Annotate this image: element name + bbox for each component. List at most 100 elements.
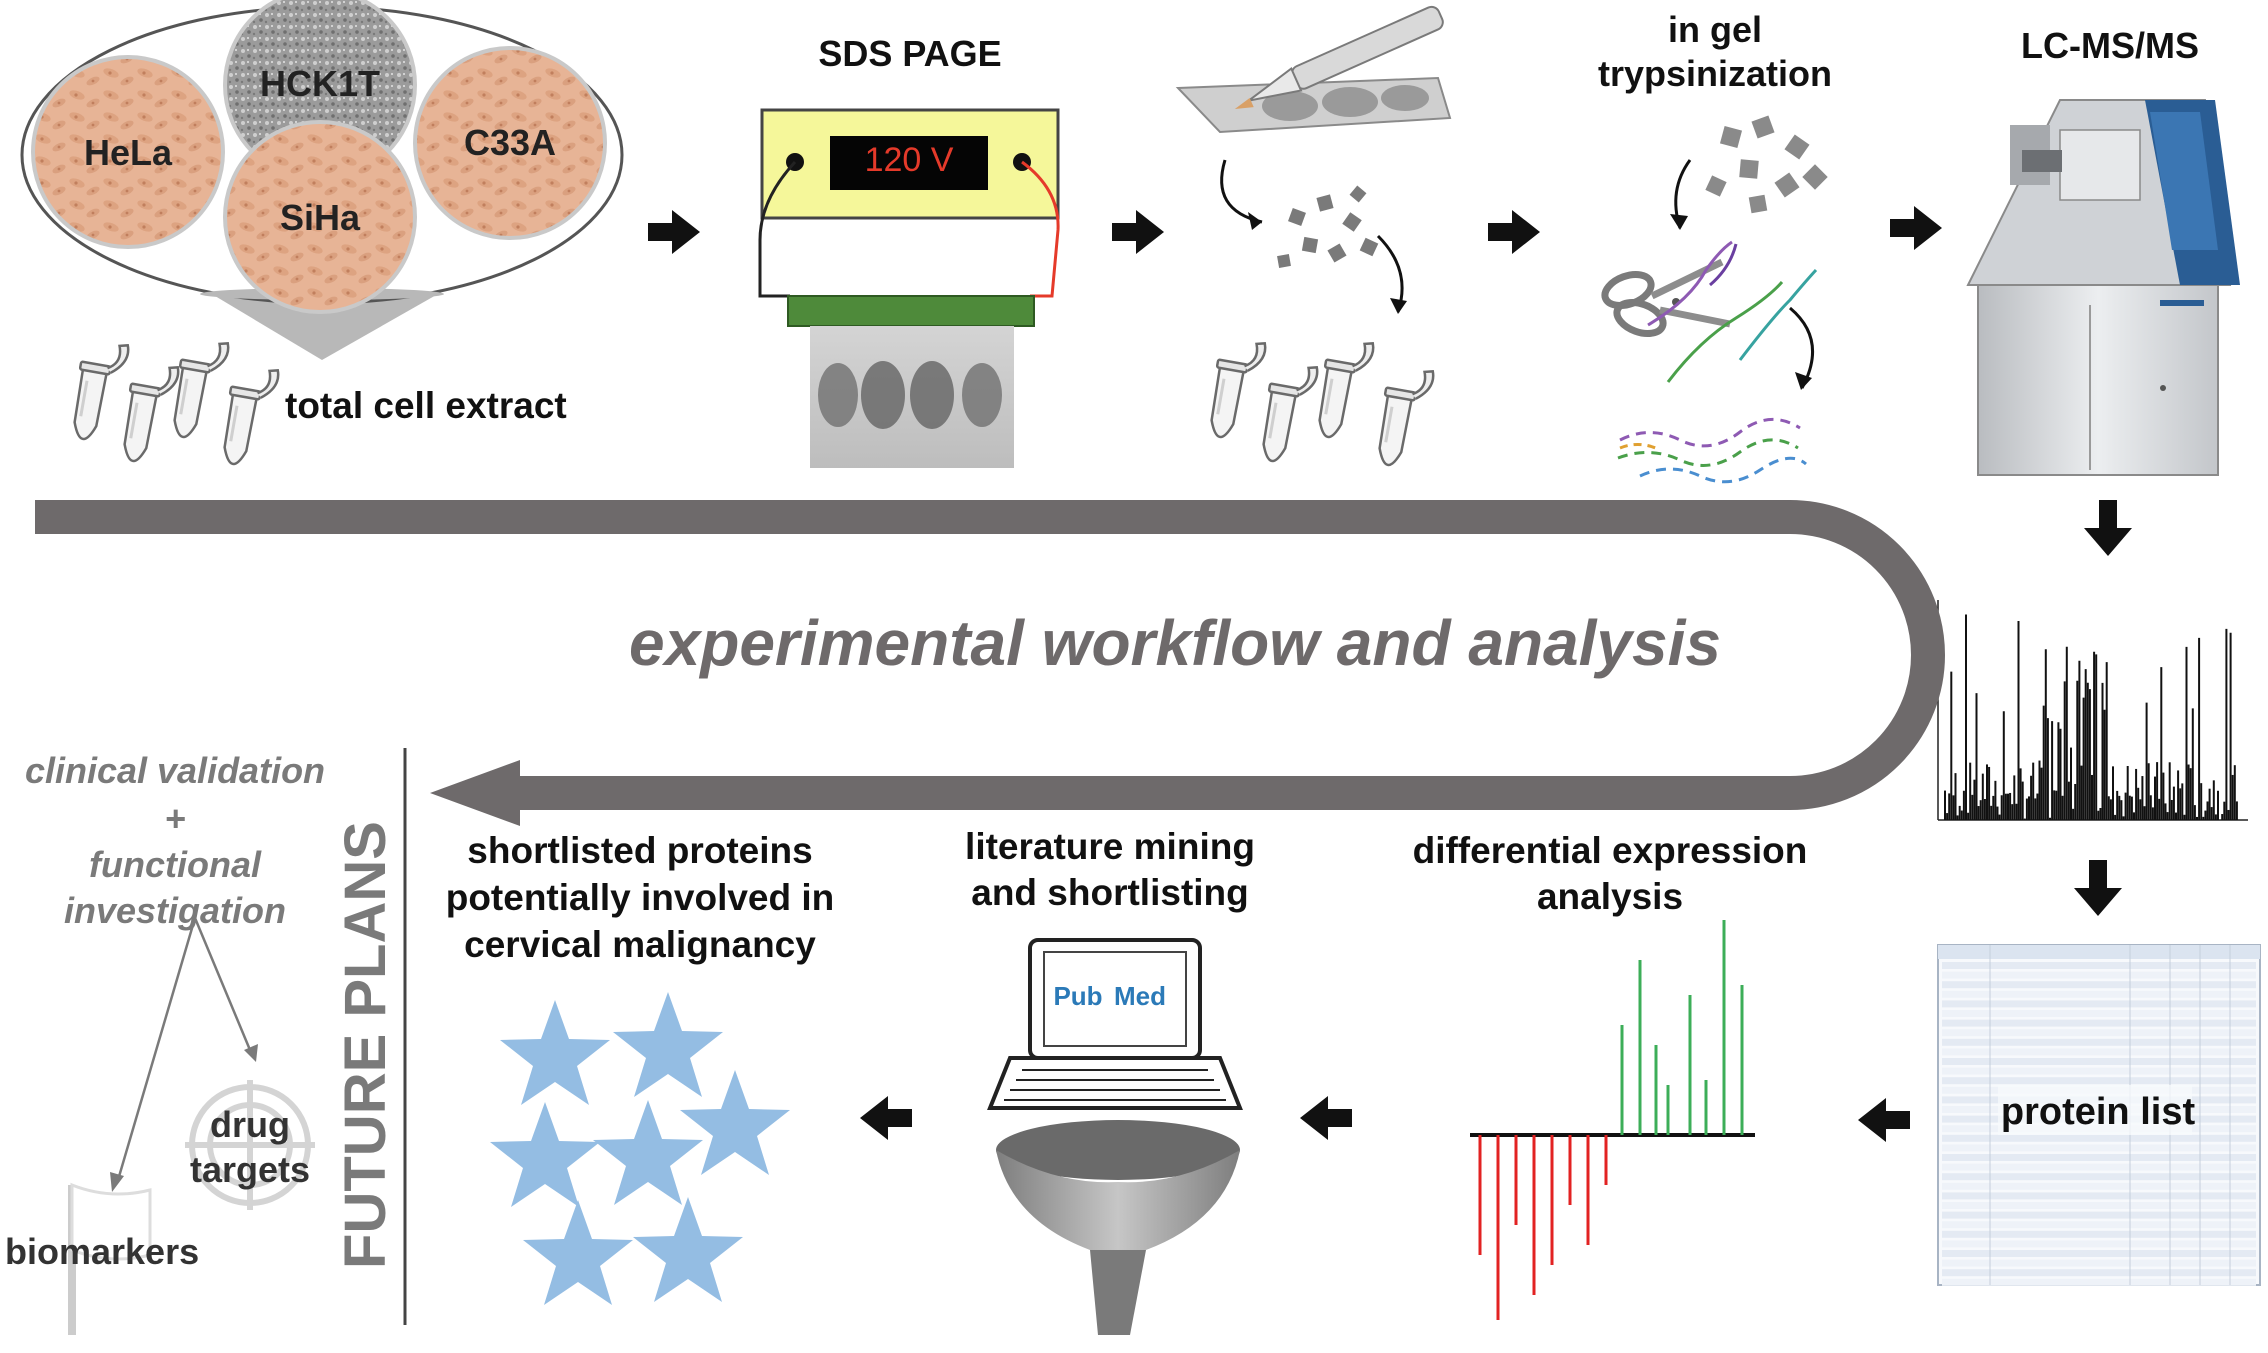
scalpel bbox=[1234, 5, 1444, 110]
label-literature-2: and shortlisting bbox=[971, 872, 1249, 913]
workflow-arrowhead bbox=[430, 760, 520, 826]
label-differential-1: differential expression bbox=[1412, 830, 1808, 871]
table-row bbox=[1942, 1221, 2256, 1229]
table-row bbox=[1942, 1230, 2256, 1238]
flag-icon bbox=[68, 1182, 152, 1335]
cell-label-c33a: C33A bbox=[464, 122, 556, 163]
peptide-green bbox=[1666, 281, 1784, 383]
voltage-text: 120 V bbox=[865, 141, 954, 179]
star-icon bbox=[613, 992, 723, 1097]
cell-plate-siha: SiHa bbox=[223, 120, 417, 314]
peptide-purple-1 bbox=[1647, 240, 1733, 327]
future-branch-arrows bbox=[116, 917, 252, 1181]
table-row bbox=[1942, 1202, 2256, 1209]
table-row bbox=[1942, 1269, 2256, 1277]
sample-tubes-1 bbox=[66, 334, 281, 471]
table-row bbox=[1942, 1182, 2256, 1190]
arrow-right-4 bbox=[1890, 206, 1942, 250]
peptide-dashed-purple bbox=[1619, 417, 1801, 448]
table-row bbox=[1942, 1163, 2256, 1171]
workflow-title: experimental workflow and analysis bbox=[629, 607, 1721, 679]
differential-expression-plot bbox=[1470, 920, 1755, 1320]
peptide-dashed-teal bbox=[1639, 456, 1807, 484]
future-investigation: investigation bbox=[63, 890, 287, 931]
gel-excision bbox=[1175, 5, 1452, 314]
table-row bbox=[1942, 1154, 2256, 1161]
table-row bbox=[1942, 1048, 2256, 1056]
peptide-dashed-green bbox=[1617, 438, 1799, 467]
future-plus: + bbox=[164, 798, 186, 839]
voltage-display bbox=[830, 136, 988, 190]
star-icon bbox=[633, 1197, 743, 1302]
shortlisted-stars bbox=[490, 992, 790, 1305]
cell-plate-c33a: C33A bbox=[413, 46, 607, 240]
lcms-instrument bbox=[1966, 99, 2240, 476]
label-literature-1: literature mining bbox=[965, 826, 1255, 867]
gel-pieces-1 bbox=[1277, 185, 1379, 268]
funnel-icon bbox=[996, 1120, 1240, 1335]
mass-spectrum bbox=[1937, 600, 2248, 821]
label-drug: drug bbox=[210, 1104, 290, 1145]
cell-label-hela: HeLa bbox=[84, 132, 173, 173]
table-row bbox=[1942, 1259, 2256, 1267]
label-differential-2: analysis bbox=[1536, 876, 1684, 917]
table-row bbox=[1942, 1211, 2256, 1219]
table-row bbox=[1942, 962, 2256, 969]
table-row bbox=[1942, 1240, 2256, 1248]
table-row bbox=[1942, 1067, 2256, 1075]
workflow-curve-arrow bbox=[35, 500, 1945, 810]
label-lcms: LC-MS/MS bbox=[2021, 25, 2199, 66]
sds-page-apparatus: 120 V bbox=[758, 108, 1060, 468]
star-icon bbox=[500, 1000, 610, 1105]
label-in-gel: in gel bbox=[1667, 9, 1762, 50]
laptop-keyboard bbox=[1004, 1069, 1226, 1101]
table-row bbox=[1942, 1250, 2256, 1257]
table-row bbox=[1942, 1029, 2256, 1037]
protein-list-table: protein list bbox=[1937, 944, 2261, 1286]
arrow-left-2 bbox=[1300, 1096, 1352, 1140]
table-row bbox=[1942, 1134, 2256, 1142]
future-clinical-validation: clinical validation bbox=[24, 750, 326, 791]
cell-label-hck1t: HCK1T bbox=[260, 63, 380, 104]
laptop-icon: Pub Med bbox=[987, 938, 1243, 1110]
arrow-right-1 bbox=[648, 210, 700, 254]
sample-tubes-2 bbox=[1203, 334, 1436, 472]
table-row bbox=[1942, 1144, 2256, 1152]
table-row bbox=[1942, 1038, 2256, 1046]
arrow-left-1 bbox=[1858, 1098, 1910, 1142]
peptide-purple-2 bbox=[1709, 243, 1738, 287]
label-sds-page: SDS PAGE bbox=[818, 33, 1002, 74]
spectrum-peaks bbox=[1944, 614, 2238, 820]
star-icon bbox=[593, 1100, 703, 1205]
table-row bbox=[1942, 1173, 2256, 1181]
star-icon bbox=[490, 1102, 600, 1207]
table-row bbox=[1942, 1058, 2256, 1065]
table-row bbox=[1942, 971, 2256, 979]
peptide-dashed-orange bbox=[1619, 443, 1661, 452]
table-row bbox=[1942, 1077, 2256, 1085]
table-row bbox=[1942, 990, 2256, 998]
arrow-down-1 bbox=[2084, 500, 2132, 556]
label-shortlisted-3: cervical malignancy bbox=[464, 924, 816, 965]
cell-label-siha: SiHa bbox=[280, 197, 361, 238]
table-row bbox=[1942, 1000, 2256, 1008]
target-icon bbox=[185, 1080, 315, 1210]
future-functional: functional bbox=[89, 844, 261, 885]
arrow-right-2 bbox=[1112, 210, 1164, 254]
pubmed-med: Med bbox=[1114, 981, 1166, 1011]
table-row bbox=[1942, 1278, 2256, 1286]
label-total-cell-extract: total cell extract bbox=[285, 385, 567, 426]
label-biomarkers: biomarkers bbox=[5, 1231, 200, 1272]
label-shortlisted-2: potentially involved in bbox=[445, 877, 835, 918]
table-row bbox=[1942, 981, 2256, 989]
arrow-left-3 bbox=[860, 1096, 912, 1140]
arrowhead-biomarkers bbox=[110, 1172, 124, 1192]
arrow-down-2 bbox=[2074, 860, 2122, 916]
label-trypsinization: trypsinization bbox=[1597, 53, 1833, 94]
gel-pieces-2 bbox=[1705, 115, 1828, 214]
trypsinization-graphic bbox=[1601, 115, 1828, 484]
table-row bbox=[1942, 1019, 2256, 1027]
label-shortlisted-1: shortlisted proteins bbox=[467, 830, 813, 871]
diff-bars bbox=[1478, 920, 1744, 1320]
